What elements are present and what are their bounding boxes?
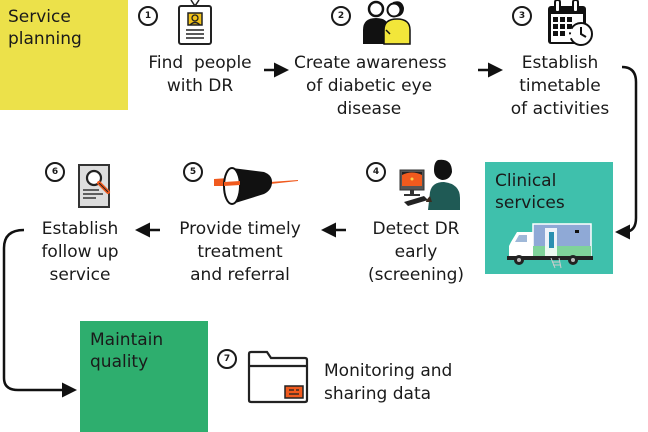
- step-4-line-3: (screening): [367, 265, 465, 285]
- step-5-line-1: Provide timely: [179, 219, 301, 239]
- step-6-text: Establish follow up service: [30, 218, 130, 287]
- step-4-line-1: Detect DR: [372, 219, 460, 239]
- step-6-line-1: Establish: [41, 219, 119, 239]
- document-search-icon: [78, 164, 110, 208]
- arrow-3-to-clinical: [615, 65, 638, 240]
- step-5-line-3: and referral: [190, 265, 290, 285]
- people-icon: [363, 0, 411, 45]
- step-4-text: Detect DR early (screening): [360, 218, 472, 287]
- step-6-number: 6: [45, 162, 65, 182]
- clinical-services-label-line2: services: [495, 193, 565, 213]
- clinical-services-box: Clinical services: [485, 162, 613, 274]
- service-planning-box: Service planning: [0, 0, 128, 110]
- step-3-line-1: Establish: [521, 53, 599, 73]
- step-5-line-2: treatment: [197, 242, 283, 262]
- step-2-number: 2: [331, 6, 351, 26]
- service-planning-label-line2: planning: [8, 29, 82, 49]
- step-1-text: Find people with DR: [135, 52, 265, 98]
- maintain-quality-box: Maintain quality: [80, 321, 208, 432]
- step-2-line-1: Create awareness: [294, 53, 447, 73]
- step-6-line-3: service: [49, 265, 111, 285]
- clinical-services-label-line1: Clinical: [495, 171, 557, 191]
- step-2-text: Create awareness of diabetic eye disease: [294, 52, 447, 121]
- step-5-text: Provide timely treatment and referral: [170, 218, 310, 287]
- step-1-line-1: Find people: [148, 53, 252, 73]
- service-planning-label-line1: Service: [8, 7, 71, 27]
- step-1-line-2: with DR: [166, 76, 234, 96]
- step-4-number: 4: [366, 162, 386, 182]
- step-3-number: 3: [512, 6, 532, 26]
- mobile-clinic-truck-icon: [507, 223, 593, 269]
- step-3-line-3: of activities: [510, 99, 610, 119]
- id-badge-icon: [178, 0, 212, 45]
- step-4-line-2: early: [394, 242, 438, 262]
- step-7-number: 7: [217, 349, 237, 369]
- maintain-quality-label-line2: quality: [90, 352, 149, 372]
- step-2-line-3: disease: [336, 99, 402, 119]
- maintain-quality-label-line1: Maintain: [90, 330, 164, 350]
- calendar-clock-icon: [548, 0, 593, 46]
- step-6-line-2: follow up: [41, 242, 119, 262]
- laser-treatment-icon: [214, 167, 298, 205]
- step-1-number: 1: [138, 6, 158, 26]
- step-2-line-2: of diabetic eye: [305, 76, 433, 96]
- step-7-line-1: Monitoring and: [324, 361, 453, 381]
- step-3-text: Establish timetable of activities: [505, 52, 615, 121]
- arrow-6-to-quality: [2, 228, 77, 398]
- screening-computer-icon: [399, 159, 460, 210]
- data-folder-icon: [247, 350, 309, 404]
- step-7-text: Monitoring and sharing data: [324, 360, 452, 406]
- step-3-line-2: timetable: [519, 76, 601, 96]
- step-5-number: 5: [183, 162, 203, 182]
- step-7-line-2: sharing data: [324, 384, 432, 404]
